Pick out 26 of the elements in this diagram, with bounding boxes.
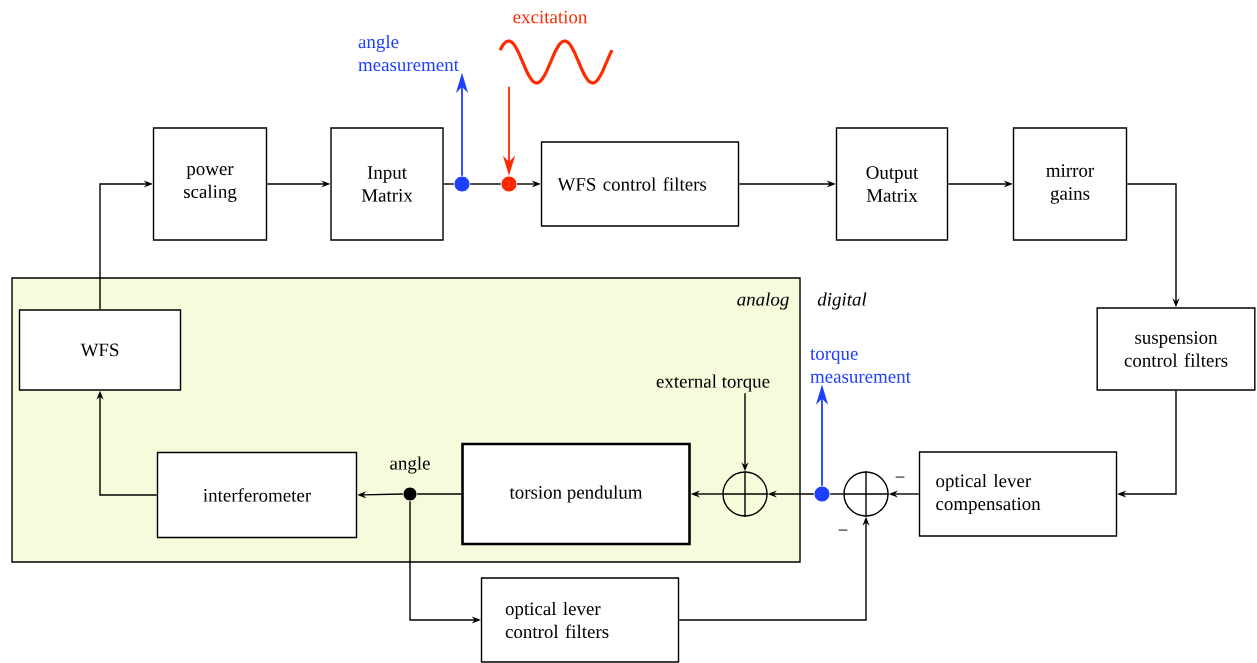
branch-point xyxy=(454,176,470,192)
branch-point xyxy=(501,176,517,192)
block-box: suspension control filters xyxy=(1096,307,1256,391)
signal-label: external torque xyxy=(656,374,770,392)
sign-label: − xyxy=(838,529,848,531)
signal-label: excitation xyxy=(513,10,588,24)
block-box: torsion pendulum xyxy=(461,442,691,546)
block-box: interferometer xyxy=(156,451,358,539)
summing-junction xyxy=(721,470,769,518)
block-box: mirror gains xyxy=(1012,127,1128,241)
summing-junction xyxy=(842,470,890,518)
block-box: WFS xyxy=(18,309,182,391)
block-box: power scaling xyxy=(152,127,268,241)
branch-point xyxy=(814,486,830,502)
sine-wave-drawing xyxy=(498,39,614,85)
region-label: digital xyxy=(817,292,867,310)
signal-label: angle measurement xyxy=(358,34,459,72)
block-box: Input Matrix xyxy=(330,127,444,241)
branch-point xyxy=(403,487,417,501)
sign-label: − xyxy=(895,476,905,478)
block-box: WFS control filters xyxy=(540,141,740,227)
block-box: optical lever control filters xyxy=(480,577,680,663)
block-box: Output Matrix xyxy=(835,127,949,241)
signal-label: angle xyxy=(390,456,430,474)
block-box: optical lever compensation xyxy=(918,451,1118,537)
signal-label: torque measurement xyxy=(810,349,911,383)
